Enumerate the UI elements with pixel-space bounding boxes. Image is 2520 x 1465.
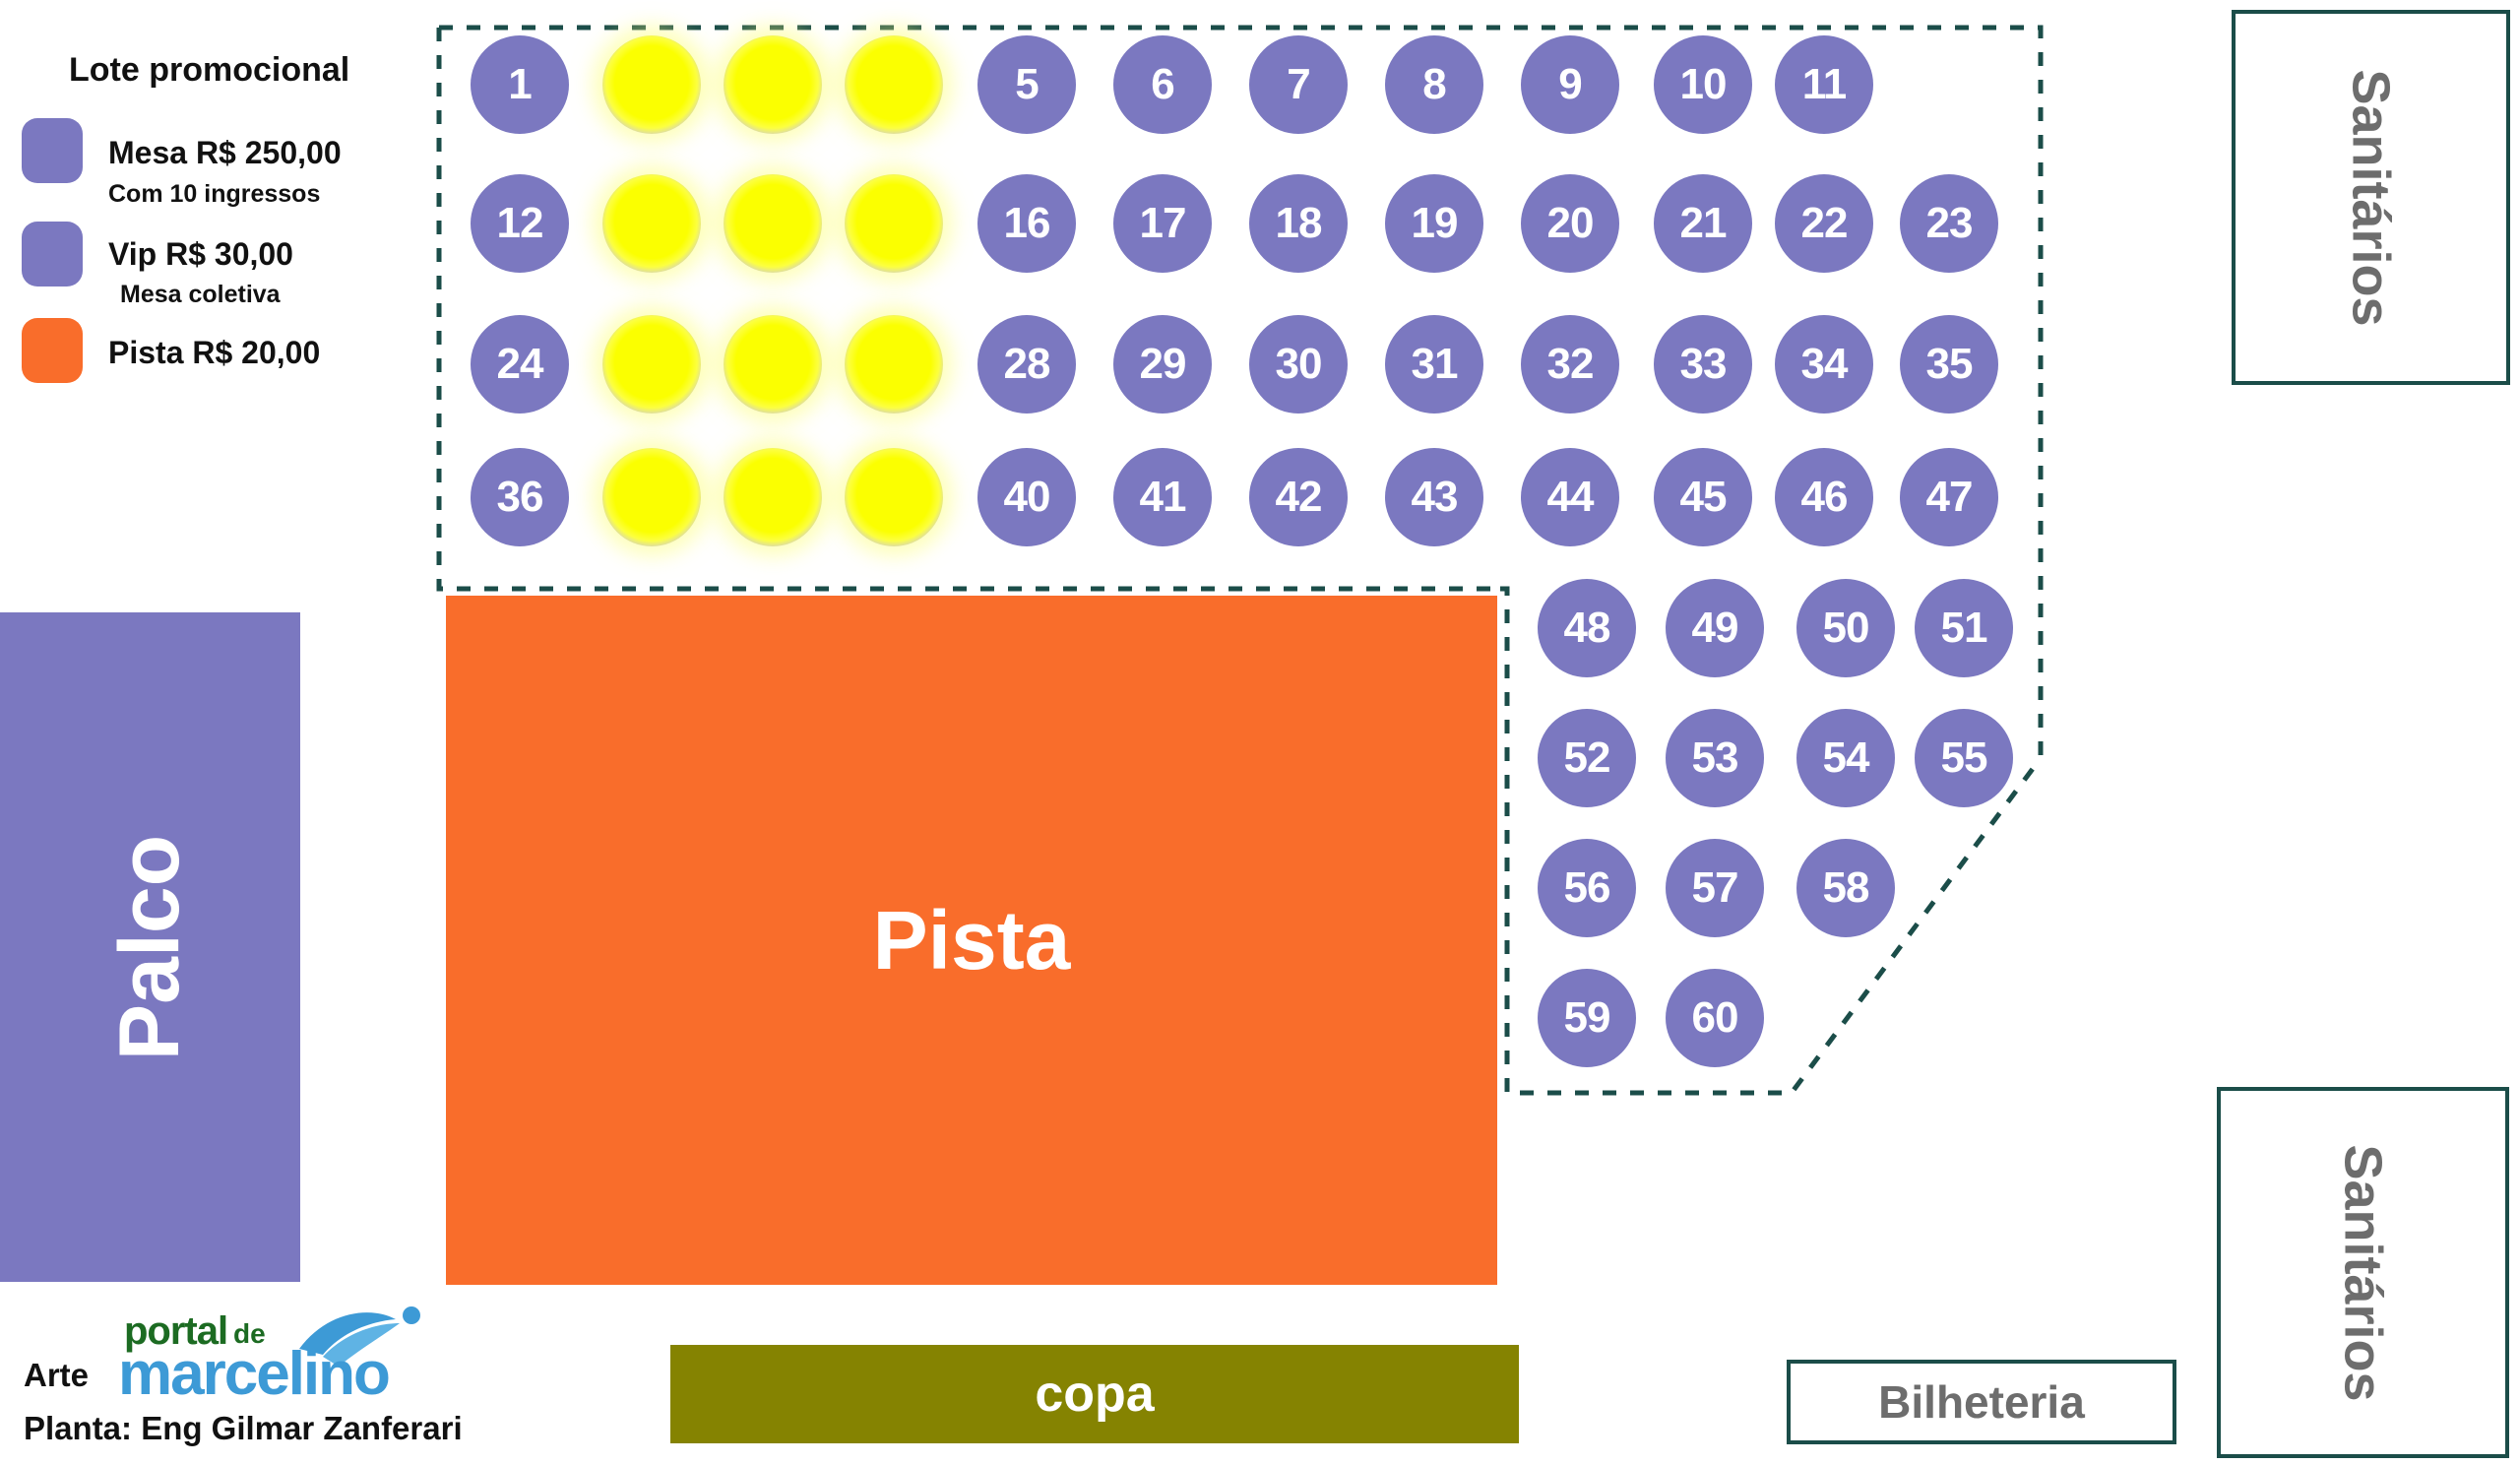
seat-24[interactable]: 24 [471, 315, 569, 414]
seat-43[interactable]: 43 [1385, 448, 1483, 546]
seat-48[interactable]: 48 [1538, 579, 1636, 677]
palco-block[interactable]: Palco [0, 612, 300, 1282]
seat-11[interactable]: 11 [1775, 35, 1873, 134]
seat-19[interactable]: 19 [1385, 174, 1483, 273]
seat-40[interactable]: 40 [977, 448, 1076, 546]
seat-20[interactable]: 20 [1521, 174, 1619, 273]
pista-block[interactable]: Pista [446, 596, 1497, 1285]
seat-14[interactable]: 14 [724, 174, 822, 273]
palco-label: Palco [101, 834, 197, 1060]
legend-title: Lote promocional [69, 51, 350, 89]
seat-28[interactable]: 28 [977, 315, 1076, 414]
seat-50[interactable]: 50 [1796, 579, 1895, 677]
copa-label: copa [1035, 1366, 1155, 1423]
sanitarios-top-room: Sanitários [2232, 10, 2510, 385]
logo-portal-text: portal [124, 1309, 228, 1353]
seat-46[interactable]: 46 [1775, 448, 1873, 546]
seat-1[interactable]: 1 [471, 35, 569, 134]
seat-29[interactable]: 29 [1113, 315, 1212, 414]
seat-35[interactable]: 35 [1900, 315, 1998, 414]
seat-17[interactable]: 17 [1113, 174, 1212, 273]
credit-arte-label: Arte [24, 1357, 90, 1393]
seat-47[interactable]: 47 [1900, 448, 1998, 546]
legend-label-vip: Vip R$ 30,00 [108, 236, 293, 272]
seat-8[interactable]: 8 [1385, 35, 1483, 134]
seat-6[interactable]: 6 [1113, 35, 1212, 134]
seat-58[interactable]: 58 [1796, 839, 1895, 937]
sanitarios-bottom-label: Sanitários [2333, 1143, 2393, 1402]
legend-swatch-pista [22, 318, 83, 383]
seat-49[interactable]: 49 [1666, 579, 1764, 677]
legend-sublabel-mesa: Com 10 ingressos [108, 180, 321, 208]
seat-16[interactable]: 16 [977, 174, 1076, 273]
seat-15[interactable]: 15 [845, 174, 943, 273]
sanitarios-bottom-room: Sanitários [2217, 1087, 2509, 1458]
seat-45[interactable]: 45 [1654, 448, 1752, 546]
logo-marcelino-text: marcelino [118, 1340, 391, 1408]
seat-60[interactable]: 60 [1666, 969, 1764, 1067]
seat-39[interactable]: 39 [845, 448, 943, 546]
copa-block[interactable]: copa [670, 1345, 1519, 1443]
seat-25[interactable]: 25 [602, 315, 701, 414]
sanitarios-top-label: Sanitários [2341, 68, 2401, 327]
credit-planta-label: Planta: Eng Gilmar Zanferari [24, 1410, 463, 1446]
seat-42[interactable]: 42 [1249, 448, 1348, 546]
portal-de-marcelino-logo: portal de marcelino [118, 1306, 453, 1408]
legend-sublabel-vip: Mesa coletiva [120, 281, 281, 308]
seat-22[interactable]: 22 [1775, 174, 1873, 273]
seat-13[interactable]: 13 [602, 174, 701, 273]
seat-12[interactable]: 12 [471, 174, 569, 273]
seat-37[interactable]: 37 [602, 448, 701, 546]
seat-9[interactable]: 9 [1521, 35, 1619, 134]
seat-21[interactable]: 21 [1654, 174, 1752, 273]
seat-2[interactable]: 2 [602, 35, 701, 134]
seat-56[interactable]: 56 [1538, 839, 1636, 937]
seat-54[interactable]: 54 [1796, 709, 1895, 807]
seat-59[interactable]: 59 [1538, 969, 1636, 1067]
seat-51[interactable]: 51 [1915, 579, 2013, 677]
bilheteria-room[interactable]: Bilheteria [1787, 1360, 2176, 1444]
legend-label-mesa: Mesa R$ 250,00 [108, 135, 342, 170]
seat-33[interactable]: 33 [1654, 315, 1752, 414]
seat-53[interactable]: 53 [1666, 709, 1764, 807]
seat-27[interactable]: 27 [845, 315, 943, 414]
seat-57[interactable]: 57 [1666, 839, 1764, 937]
seat-36[interactable]: 36 [471, 448, 569, 546]
seat-10[interactable]: 10 [1654, 35, 1752, 134]
legend-swatch-vip [22, 222, 83, 287]
seat-7[interactable]: 7 [1249, 35, 1348, 134]
seat-26[interactable]: 26 [724, 315, 822, 414]
pista-label: Pista [872, 893, 1071, 987]
seat-18[interactable]: 18 [1249, 174, 1348, 273]
legend-label-pista: Pista R$ 20,00 [108, 335, 321, 370]
seat-52[interactable]: 52 [1538, 709, 1636, 807]
seat-41[interactable]: 41 [1113, 448, 1212, 546]
bilheteria-label: Bilheteria [1878, 1376, 2085, 1428]
seat-31[interactable]: 31 [1385, 315, 1483, 414]
swoosh-icon [299, 1306, 420, 1367]
seat-4[interactable]: 4 [845, 35, 943, 134]
seat-3[interactable]: 3 [724, 35, 822, 134]
seat-32[interactable]: 32 [1521, 315, 1619, 414]
seat-30[interactable]: 30 [1249, 315, 1348, 414]
logo-de-text: de [233, 1318, 266, 1349]
seat-55[interactable]: 55 [1915, 709, 2013, 807]
seat-38[interactable]: 38 [724, 448, 822, 546]
seat-34[interactable]: 34 [1775, 315, 1873, 414]
seat-23[interactable]: 23 [1900, 174, 1998, 273]
legend-swatch-mesa [22, 118, 83, 183]
seat-44[interactable]: 44 [1521, 448, 1619, 546]
seat-5[interactable]: 5 [977, 35, 1076, 134]
